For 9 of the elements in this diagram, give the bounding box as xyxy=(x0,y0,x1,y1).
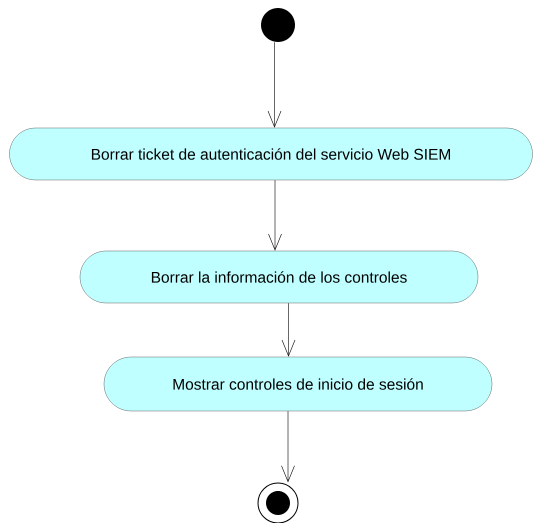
end-circle xyxy=(258,482,298,523)
action-box: Mostrar controles de inicio de sesión xyxy=(104,356,492,412)
arrow xyxy=(282,302,296,357)
start-circle xyxy=(261,8,295,42)
action-box: Borrar ticket de autenticación del servicio Web SIEM xyxy=(9,128,533,180)
action-box: Borrar la información de los controles xyxy=(80,250,478,304)
arrow xyxy=(281,410,295,482)
arrow xyxy=(268,42,282,128)
arrow xyxy=(268,180,282,251)
